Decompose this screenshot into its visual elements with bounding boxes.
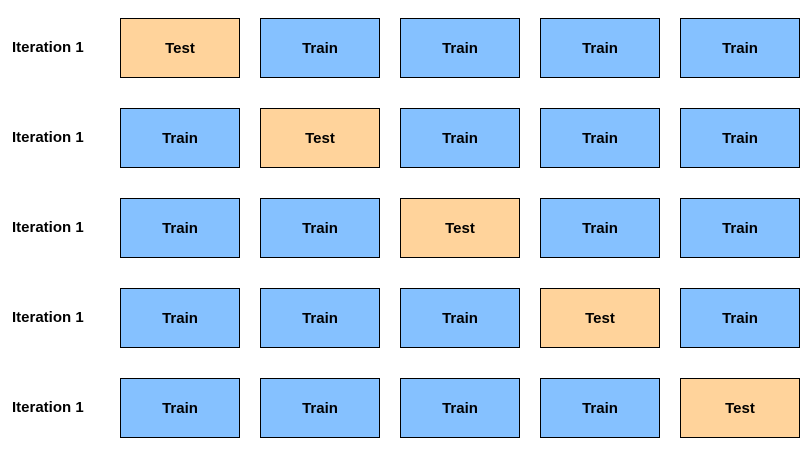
- fold-box: Train: [540, 198, 660, 258]
- fold-box: Train: [400, 378, 520, 438]
- fold-box: Train: [540, 108, 660, 168]
- fold-box: Train: [680, 108, 800, 168]
- iteration-label: Iteration 1: [12, 129, 84, 146]
- fold-box: Train: [260, 198, 380, 258]
- fold-box: Train: [260, 18, 380, 78]
- iteration-row: Iteration 1 Test Train Train Train Train: [0, 18, 801, 78]
- iteration-label: Iteration 1: [12, 39, 84, 56]
- fold-box: Test: [120, 18, 240, 78]
- fold-box: Train: [540, 18, 660, 78]
- iteration-label: Iteration 1: [12, 309, 84, 326]
- iteration-row: Iteration 1 Train Train Train Train Test: [0, 378, 801, 438]
- fold-box: Train: [400, 108, 520, 168]
- fold-box: Train: [680, 198, 800, 258]
- fold-box: Train: [400, 288, 520, 348]
- iteration-row: Iteration 1 Train Train Test Train Train: [0, 198, 801, 258]
- fold-box: Test: [260, 108, 380, 168]
- iteration-label: Iteration 1: [12, 219, 84, 236]
- fold-box: Test: [400, 198, 520, 258]
- iteration-label: Iteration 1: [12, 399, 84, 416]
- fold-box: Train: [400, 18, 520, 78]
- fold-box: Test: [540, 288, 660, 348]
- fold-box: Train: [120, 288, 240, 348]
- fold-box: Train: [540, 378, 660, 438]
- fold-box: Train: [120, 108, 240, 168]
- fold-box: Train: [120, 198, 240, 258]
- iteration-row: Iteration 1 Train Train Train Test Train: [0, 288, 801, 348]
- fold-box: Train: [260, 378, 380, 438]
- fold-box: Train: [680, 18, 800, 78]
- fold-box: Test: [680, 378, 800, 438]
- fold-box: Train: [120, 378, 240, 438]
- fold-box: Train: [680, 288, 800, 348]
- iteration-row: Iteration 1 Train Test Train Train Train: [0, 108, 801, 168]
- fold-box: Train: [260, 288, 380, 348]
